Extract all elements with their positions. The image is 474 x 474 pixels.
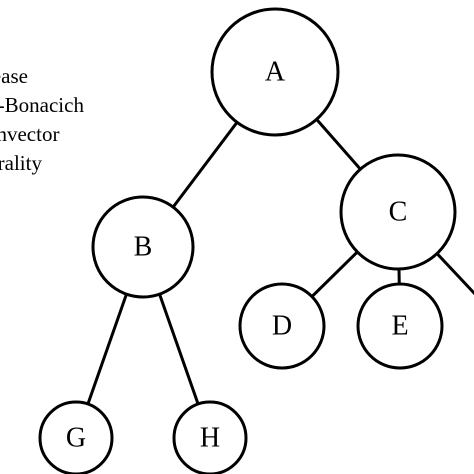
node-h: H bbox=[172, 400, 248, 474]
caption-line-2: Katz-Bonacich bbox=[0, 93, 84, 117]
caption-line-4: Centrality bbox=[0, 151, 42, 175]
node-b: B bbox=[91, 195, 195, 299]
node-a-label: A bbox=[265, 57, 286, 88]
node-a: A bbox=[210, 7, 340, 137]
node-c: C bbox=[339, 153, 457, 271]
caption-line-3: Eigenvector bbox=[0, 122, 60, 146]
node-c-label: C bbox=[389, 197, 408, 228]
node-d: D bbox=[238, 282, 326, 370]
node-e-label: E bbox=[391, 311, 408, 342]
caption-text: Increase Katz-Bonacich Eigenvector Centr… bbox=[0, 62, 178, 178]
caption-line-1: Increase bbox=[0, 64, 28, 88]
node-g: G bbox=[38, 400, 114, 474]
node-b-label: B bbox=[134, 232, 153, 263]
node-h-label: H bbox=[200, 423, 220, 454]
node-g-label: G bbox=[66, 423, 86, 454]
node-d-label: D bbox=[272, 311, 292, 342]
node-e: E bbox=[356, 282, 444, 370]
